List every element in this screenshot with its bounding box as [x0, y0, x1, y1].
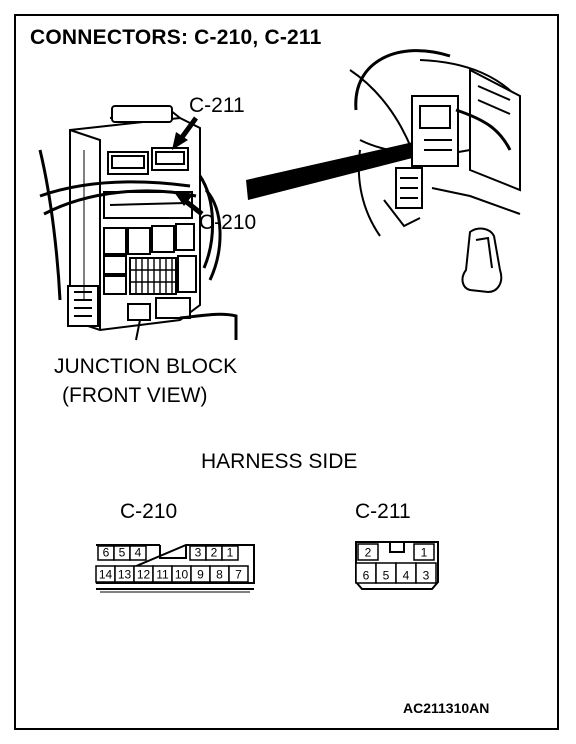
harness-side-label: HARNESS SIDE: [201, 450, 358, 473]
c210-pin-cell: [129, 545, 147, 561]
front-view-label: (FRONT VIEW): [62, 384, 208, 407]
figure-code: AC211310AN: [403, 700, 490, 716]
c211-pin-label: 2: [365, 546, 372, 560]
c210-pin-label: 13: [118, 568, 132, 582]
connector-c210-label: C-210: [120, 500, 178, 523]
c210-pin-label: 4: [135, 546, 142, 560]
c210-pin-label: 14: [99, 568, 113, 582]
callout-c211: C-211: [189, 94, 245, 117]
c210-pin-label: 10: [175, 568, 189, 582]
c210-pin-label: 3: [195, 546, 202, 560]
c211-pin-cell: [357, 543, 379, 561]
c211-pin-label: 3: [423, 569, 430, 583]
c210-pin-cell: [228, 565, 249, 583]
c210-pin-label: 11: [156, 568, 169, 582]
c211-pin-label: 1: [421, 546, 428, 560]
diagram-frame: [14, 14, 559, 730]
leader-wedge: [246, 140, 428, 200]
page-title: CONNECTORS: C-210, C-211: [30, 26, 322, 49]
callout-arrows: [172, 116, 204, 216]
c210-pin-cell: [221, 545, 239, 561]
c210-pin-label: 12: [137, 568, 151, 582]
c211-pin-cell: [415, 562, 437, 584]
c210-pin-label: 2: [211, 546, 218, 560]
c211-pin-cell: [413, 543, 435, 561]
junction-block-label: JUNCTION BLOCK: [54, 355, 238, 378]
dashboard-illustration: [349, 49, 521, 294]
junction-block-illustration: [38, 105, 238, 341]
c211-pin-label: 6: [363, 569, 370, 583]
c211-pin-label: 5: [383, 569, 390, 583]
c210-pin-label: 1: [227, 546, 234, 560]
c210-pin-label: 6: [103, 546, 110, 560]
c210-pin-label: 7: [235, 568, 242, 582]
callout-c210: C-210: [199, 211, 257, 234]
c210-pin-label: 5: [119, 546, 126, 560]
c210-pin-label: 9: [197, 568, 204, 582]
connector-c211-label: C-211: [355, 500, 411, 523]
c210-pin-label: 8: [216, 568, 223, 582]
c211-pin-label: 4: [403, 569, 410, 583]
